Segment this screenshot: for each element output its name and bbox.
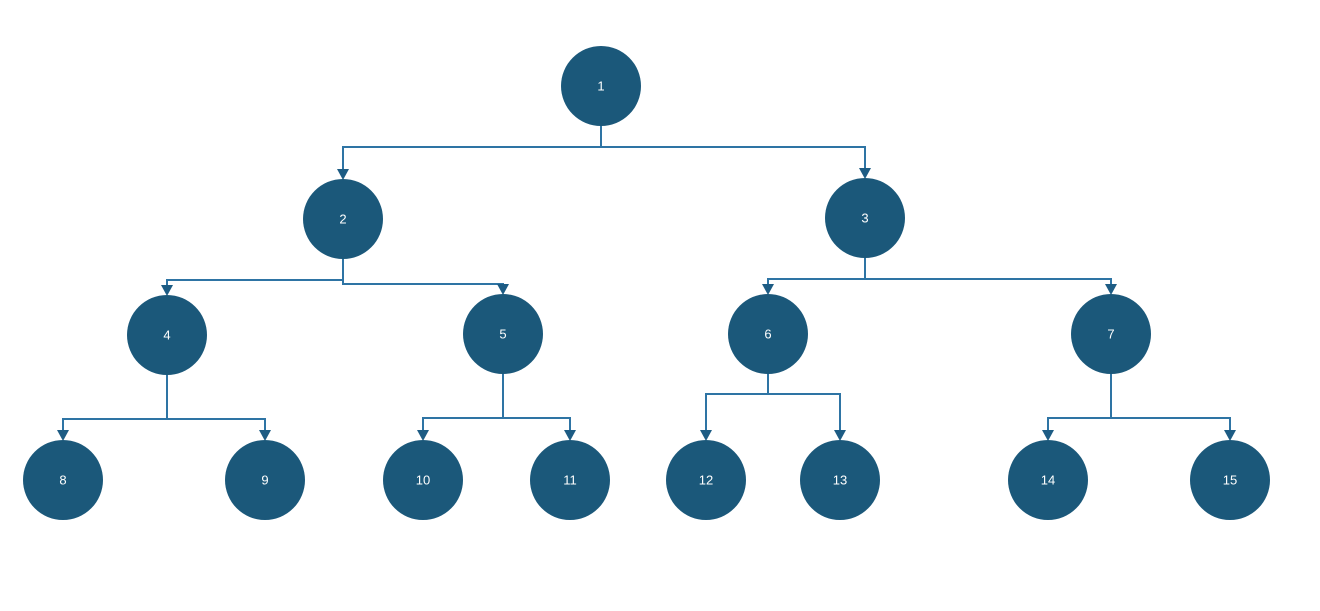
node-circle [23, 440, 103, 520]
tree-node-1: 1 [561, 46, 641, 126]
tree-node-7: 7 [1071, 294, 1151, 374]
arrowhead-icon [564, 430, 576, 441]
node-circle [1008, 440, 1088, 520]
node-circle [225, 440, 305, 520]
tree-node-12: 12 [666, 440, 746, 520]
node-circle [800, 440, 880, 520]
node-circle [561, 46, 641, 126]
arrowhead-icon [1105, 284, 1117, 295]
tree-node-5: 5 [463, 294, 543, 374]
arrowhead-icon [259, 430, 271, 441]
tree-node-11: 11 [530, 440, 610, 520]
node-circle [383, 440, 463, 520]
node-circle [530, 440, 610, 520]
tree-node-8: 8 [23, 440, 103, 520]
tree-node-15: 15 [1190, 440, 1270, 520]
tree-node-2: 2 [303, 179, 383, 259]
arrowhead-icon [161, 285, 173, 296]
tree-node-4: 4 [127, 295, 207, 375]
tree-node-6: 6 [728, 294, 808, 374]
tree-node-14: 14 [1008, 440, 1088, 520]
node-circle [1071, 294, 1151, 374]
node-circle [127, 295, 207, 375]
node-circle [303, 179, 383, 259]
arrowhead-icon [834, 430, 846, 441]
arrowhead-icon [1224, 430, 1236, 441]
tree-edge-5-11 [502, 334, 576, 441]
tree-node-13: 13 [800, 440, 880, 520]
arrowhead-icon [762, 284, 774, 295]
arrowhead-icon [859, 168, 871, 179]
node-circle [728, 294, 808, 374]
node-circle [825, 178, 905, 258]
arrowhead-icon [417, 430, 429, 441]
arrowhead-icon [1042, 430, 1054, 441]
tree-edge-7-15 [1110, 334, 1236, 441]
edge-layer [57, 86, 1236, 441]
tree-node-10: 10 [383, 440, 463, 520]
arrowhead-icon [700, 430, 712, 441]
node-circle [666, 440, 746, 520]
node-circle [1190, 440, 1270, 520]
arrowhead-icon [57, 430, 69, 441]
arrowhead-icon [337, 169, 349, 180]
tree-edge-1-2 [337, 86, 602, 180]
tree-node-9: 9 [225, 440, 305, 520]
arrowhead-icon [497, 284, 509, 295]
node-circle [463, 294, 543, 374]
tree-node-3: 3 [825, 178, 905, 258]
tree-edge-4-9 [166, 335, 271, 441]
tree-edge-1-3 [600, 86, 871, 179]
